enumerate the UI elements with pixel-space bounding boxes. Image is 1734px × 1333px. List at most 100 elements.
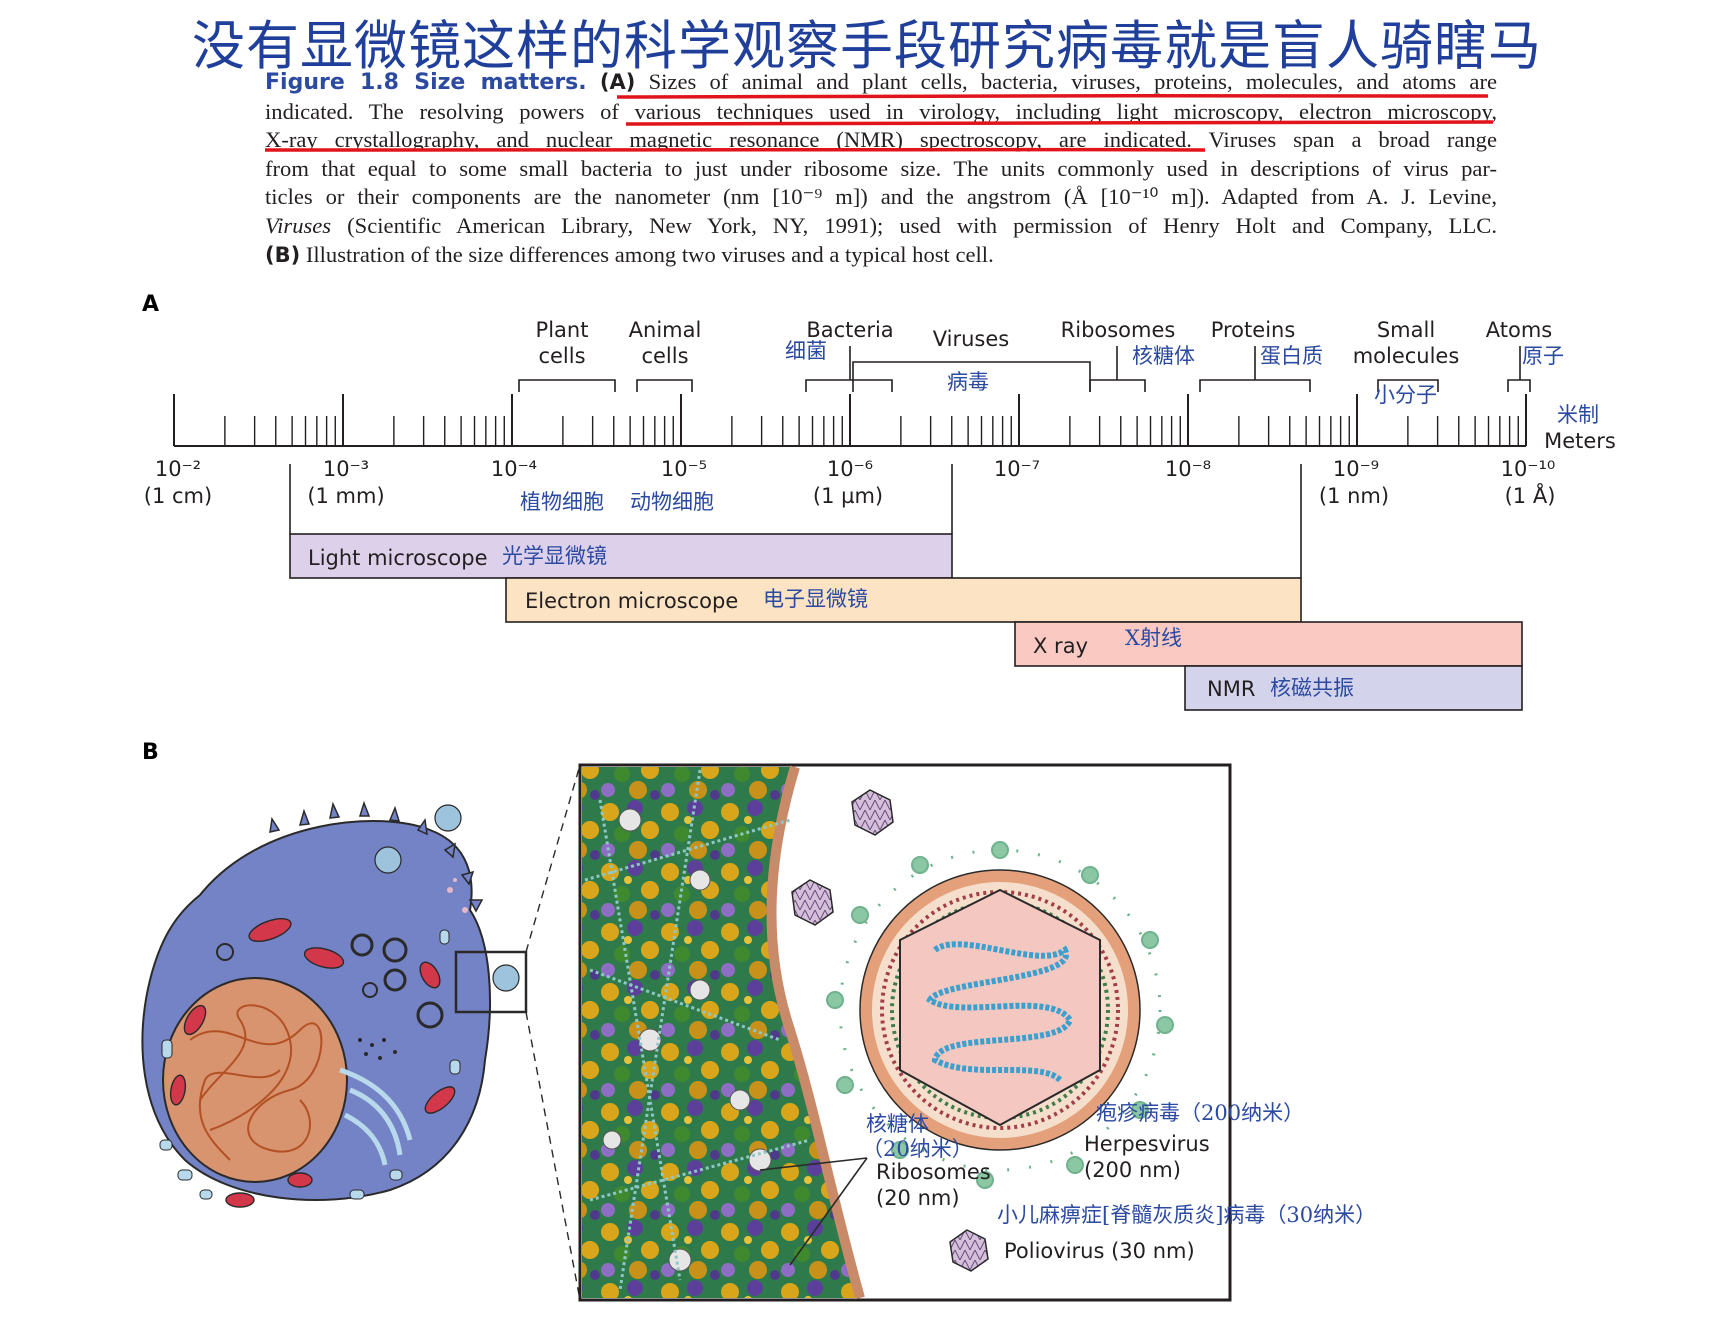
herpesvirus-label-zh: 疱疹病毒（200纳米） bbox=[1096, 1101, 1304, 1125]
nucleus bbox=[162, 977, 348, 1183]
tick-label-1e-8: 10⁻⁸ bbox=[1165, 457, 1211, 481]
ribosomes-b-label-size: (20 nm) bbox=[876, 1186, 960, 1210]
proteins-bracket bbox=[1199, 346, 1311, 392]
caption-line-7: Illustration of the size differences amo… bbox=[300, 241, 994, 267]
electron-microscope-bar bbox=[505, 577, 1302, 623]
poliovirus-particles bbox=[791, 789, 894, 926]
viruses-label: Viruses bbox=[933, 327, 1009, 351]
tick-sub-1e-2: (1 cm) bbox=[144, 484, 212, 508]
animal-cells-label-zh: 动物细胞 bbox=[630, 490, 714, 514]
viruses-bracket bbox=[852, 361, 1091, 392]
vesicles bbox=[216, 933, 444, 1060]
tick-label-1e-3: 10⁻³ bbox=[323, 457, 369, 481]
electron-microscope-label: Electron microscope bbox=[525, 589, 738, 613]
zoom-line-top bbox=[525, 764, 581, 953]
electron-microscope-label-zh: 电子显微镜 bbox=[763, 587, 868, 611]
tick-label-1e-10: 10⁻¹⁰ bbox=[1501, 457, 1556, 481]
bacteria-label-zh: 细菌 bbox=[785, 339, 827, 363]
x-ray-bar bbox=[1014, 621, 1523, 667]
caption-line-1: Sizes of animal and plant cells, bacteri… bbox=[648, 69, 1497, 94]
poliovirus-legend-icon bbox=[949, 1229, 989, 1272]
caption-part-b-label: (B) bbox=[265, 242, 301, 267]
light-microscope-label-zh: 光学显微镜 bbox=[502, 544, 607, 568]
plant-cells-label-1: Plant bbox=[536, 318, 589, 342]
x-ray-label-zh: X射线 bbox=[1125, 626, 1182, 650]
caption-line-2: indicated. The resolving powers of vario… bbox=[265, 98, 1497, 124]
animal-cells-label-2: cells bbox=[641, 344, 688, 368]
zoom-line-bottom bbox=[525, 1011, 581, 1301]
size-scale-diagram: 10⁻² (1 cm) 10⁻³ (1 mm) 10⁻⁴ 10⁻⁵ 10⁻⁶ (… bbox=[144, 318, 1616, 711]
underline-2 bbox=[625, 120, 1494, 126]
scale-ticks bbox=[173, 394, 1527, 446]
small-molecules-label-2: molecules bbox=[1353, 344, 1460, 368]
headline: 没有显微镜这样的科学观察手段研究病毒就是盲人骑瞎马 bbox=[192, 16, 1542, 77]
atoms-label-zh: 原子 bbox=[1522, 344, 1564, 368]
atoms-bracket bbox=[1507, 346, 1531, 392]
enlarged-view bbox=[578, 763, 1232, 1302]
cell-virus-illustration: 核糖体 （20纳米） Ribosomes (20 nm) 疱疹病毒（200纳米）… bbox=[141, 763, 1376, 1302]
ribosomes-label-zh: 核糖体 bbox=[1132, 344, 1195, 368]
panel-a-letter: A bbox=[142, 292, 160, 317]
zoom-box bbox=[454, 950, 528, 1014]
plant-cells-label-zh: 植物细胞 bbox=[520, 490, 604, 514]
animal-cells-label-1: Animal bbox=[629, 318, 702, 342]
tick-label-1e-6: 10⁻⁶ bbox=[827, 457, 873, 481]
proteins-label: Proteins bbox=[1211, 318, 1296, 342]
budding-viruses bbox=[374, 804, 520, 992]
scale-unit-zh: 米制 bbox=[1557, 403, 1599, 427]
light-microscope-bar bbox=[289, 533, 953, 579]
small-molecules-label-1: Small bbox=[1377, 318, 1435, 342]
tick-label-1e-9: 10⁻⁹ bbox=[1333, 457, 1379, 481]
tick-label-1e-7: 10⁻⁷ bbox=[994, 457, 1040, 481]
plant-cells-bracket bbox=[518, 379, 616, 392]
poliovirus-label-zh: 小儿麻痹症[脊髓灰质炎]病毒（30纳米） bbox=[997, 1203, 1376, 1227]
tick-sub-1e-3: (1 mm) bbox=[307, 484, 384, 508]
light-microscope-label: Light microscope bbox=[308, 546, 488, 570]
cell-membrane bbox=[766, 765, 865, 1300]
tick-sub-1e-9: (1 nm) bbox=[1319, 484, 1389, 508]
host-cell bbox=[141, 800, 520, 1208]
tick-label-1e-2: 10⁻² bbox=[155, 457, 201, 481]
tick-sub-1e-6: (1 µm) bbox=[813, 484, 883, 508]
plant-cells-label-2: cells bbox=[538, 344, 585, 368]
animal-cells-bracket bbox=[636, 379, 693, 392]
x-ray-label: X ray bbox=[1033, 634, 1088, 658]
proteins-label-zh: 蛋白质 bbox=[1260, 344, 1323, 368]
ribosomes-bracket bbox=[1089, 346, 1146, 392]
highlight-underlines bbox=[264, 94, 1494, 152]
viruses-label-zh: 病毒 bbox=[947, 370, 989, 394]
underline-3 bbox=[264, 147, 1206, 152]
ribosomes-label: Ribosomes bbox=[1061, 318, 1176, 342]
panel-b-letter: B bbox=[142, 740, 159, 765]
ribosomes-b-label: Ribosomes bbox=[876, 1160, 991, 1184]
caption-part-a-label: (A) bbox=[599, 70, 636, 94]
ribosomes-b-label-zh-2: （20纳米） bbox=[862, 1137, 973, 1161]
nmr-label-zh: 核磁共振 bbox=[1270, 676, 1354, 700]
small-molecules-bracket bbox=[1377, 379, 1439, 392]
tick-label-1e-5: 10⁻⁵ bbox=[661, 457, 707, 481]
herpesvirus-label-size: (200 nm) bbox=[1084, 1158, 1181, 1182]
caption-book-title: Viruses bbox=[265, 212, 332, 238]
tick-sub-1e-10: (1 Å) bbox=[1505, 482, 1556, 508]
poliovirus-label: Poliovirus (30 nm) bbox=[1004, 1239, 1195, 1263]
bacteria-bracket bbox=[805, 346, 893, 392]
caption-line-4: from that equal to some small bacteria t… bbox=[265, 155, 1497, 181]
cytoplasm-region bbox=[582, 767, 860, 1298]
figure-caption: Figure 1.8 Size matters. (A) Sizes of an… bbox=[265, 68, 1497, 269]
herpesvirus-label: Herpesvirus bbox=[1084, 1132, 1210, 1156]
scale-unit: Meters bbox=[1544, 429, 1616, 453]
tick-label-1e-4: 10⁻⁴ bbox=[491, 457, 537, 481]
caption-line-6: (Scientific American Library, New York, … bbox=[331, 212, 1497, 238]
nmr-bar bbox=[1184, 665, 1523, 711]
endoplasmic-reticulum bbox=[339, 1067, 413, 1166]
atoms-label: Atoms bbox=[1486, 318, 1552, 342]
ribosome-pointer-2 bbox=[789, 1157, 868, 1266]
ribosome-pointer-1 bbox=[759, 1157, 868, 1171]
bacteria-label: Bacteria bbox=[806, 318, 893, 342]
ribosomes-b-label-zh-1: 核糖体 bbox=[866, 1112, 929, 1136]
small-molecules-label-zh: 小分子 bbox=[1374, 383, 1437, 407]
herpesvirus bbox=[826, 841, 1174, 1189]
figure-label: Figure 1.8 Size matters. bbox=[265, 70, 587, 95]
mitochondria bbox=[169, 917, 456, 1208]
nmr-label: NMR bbox=[1207, 677, 1255, 701]
